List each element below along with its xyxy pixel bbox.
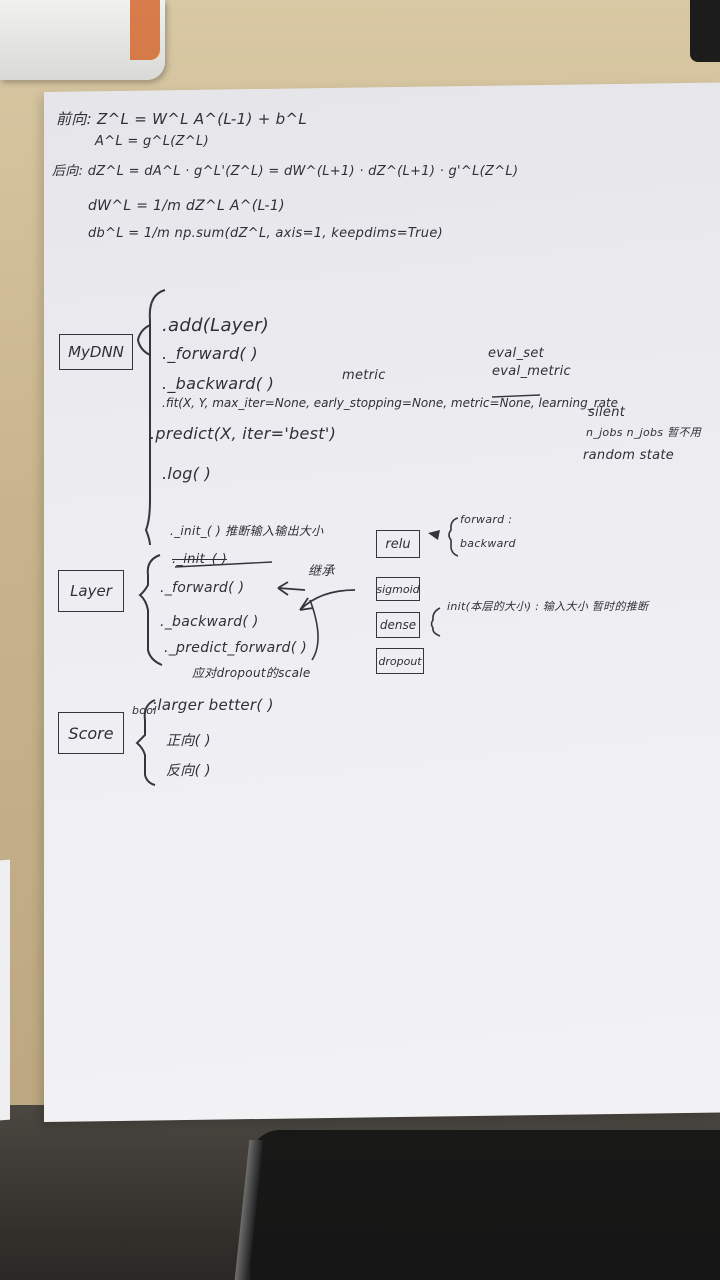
- forward-eq-2: A^L = g^L(Z^L): [95, 134, 209, 149]
- relu-method-forward: forward :: [460, 513, 513, 526]
- relu-method-backward: backward: [460, 537, 516, 550]
- layer-method-init: ._init_( ): [172, 552, 227, 567]
- chair-shadow: [250, 1130, 720, 1280]
- layer-method-forward: ._forward( ): [160, 580, 245, 596]
- score-bool-prefix: bool: [132, 704, 157, 717]
- layer-method-backward: ._backward( ): [160, 614, 259, 630]
- relu-box: relu: [376, 530, 420, 558]
- annotation-eval-metric: eval_metric: [492, 364, 571, 379]
- mydnn-method-predict: .predict(X, iter='best'): [150, 424, 337, 443]
- mydnn-box: MyDNN: [59, 334, 133, 370]
- mydnn-method-fit: .fit(X, Y, max_iter=None, early_stopping…: [162, 396, 619, 410]
- layer-box: Layer: [58, 570, 124, 612]
- backward-eq-3: db^L = 1/m np.sum(dZ^L, axis=1, keepdims…: [88, 226, 443, 241]
- dropout-box: dropout: [376, 648, 424, 674]
- layer-method-predict-forward: ._predict_forward( ): [164, 640, 307, 656]
- score-method-larger-better: :larger better( ): [152, 696, 274, 714]
- layer-brace: [138, 554, 163, 666]
- mydnn-method-backward: ._backward( ): [162, 374, 275, 393]
- backward-eq-2: dW^L = 1/m dZ^L A^(L-1): [88, 198, 285, 214]
- sigmoid-box: sigmoid: [376, 577, 420, 601]
- mydnn-method-add: .add(Layer): [162, 315, 270, 336]
- annotation-metric: metric: [342, 368, 386, 383]
- score-method-positive: 正向( ): [166, 733, 211, 749]
- device-corner-object: [0, 0, 165, 80]
- score-box: Score: [58, 712, 124, 754]
- dark-corner-object: [690, 0, 720, 62]
- layer-method-init-infer: ._init_( ) 推断输入输出大小: [170, 524, 324, 538]
- dense-init-note: init(本层的大小) : 输入大小 暂时的推断: [447, 600, 649, 613]
- forward-eq-1: 前向: Z^L = W^L A^(L-1) + b^L: [56, 110, 307, 128]
- annotation-n-jobs: n_jobs n_jobs 暂不用: [586, 426, 702, 439]
- dense-box: dense: [376, 612, 420, 638]
- backward-eq-1: 后向: dZ^L = dA^L · g^L'(Z^L) = dW^(L+1) ·…: [52, 164, 519, 179]
- score-brace: [135, 699, 156, 786]
- annotation-silent: silent: [588, 405, 626, 420]
- inherit-label: 继承: [308, 564, 335, 579]
- mydnn-method-forward: ._forward( ): [162, 344, 258, 363]
- score-method-negative: 反向( ): [166, 763, 211, 779]
- mydnn-method-log: .log( ): [162, 464, 212, 483]
- annotation-random-state: random state: [583, 448, 675, 463]
- layer-dropout-note: 应对dropout的scale: [192, 666, 311, 680]
- mydnn-brace: [144, 289, 166, 546]
- annotation-eval-set: eval_set: [488, 346, 545, 361]
